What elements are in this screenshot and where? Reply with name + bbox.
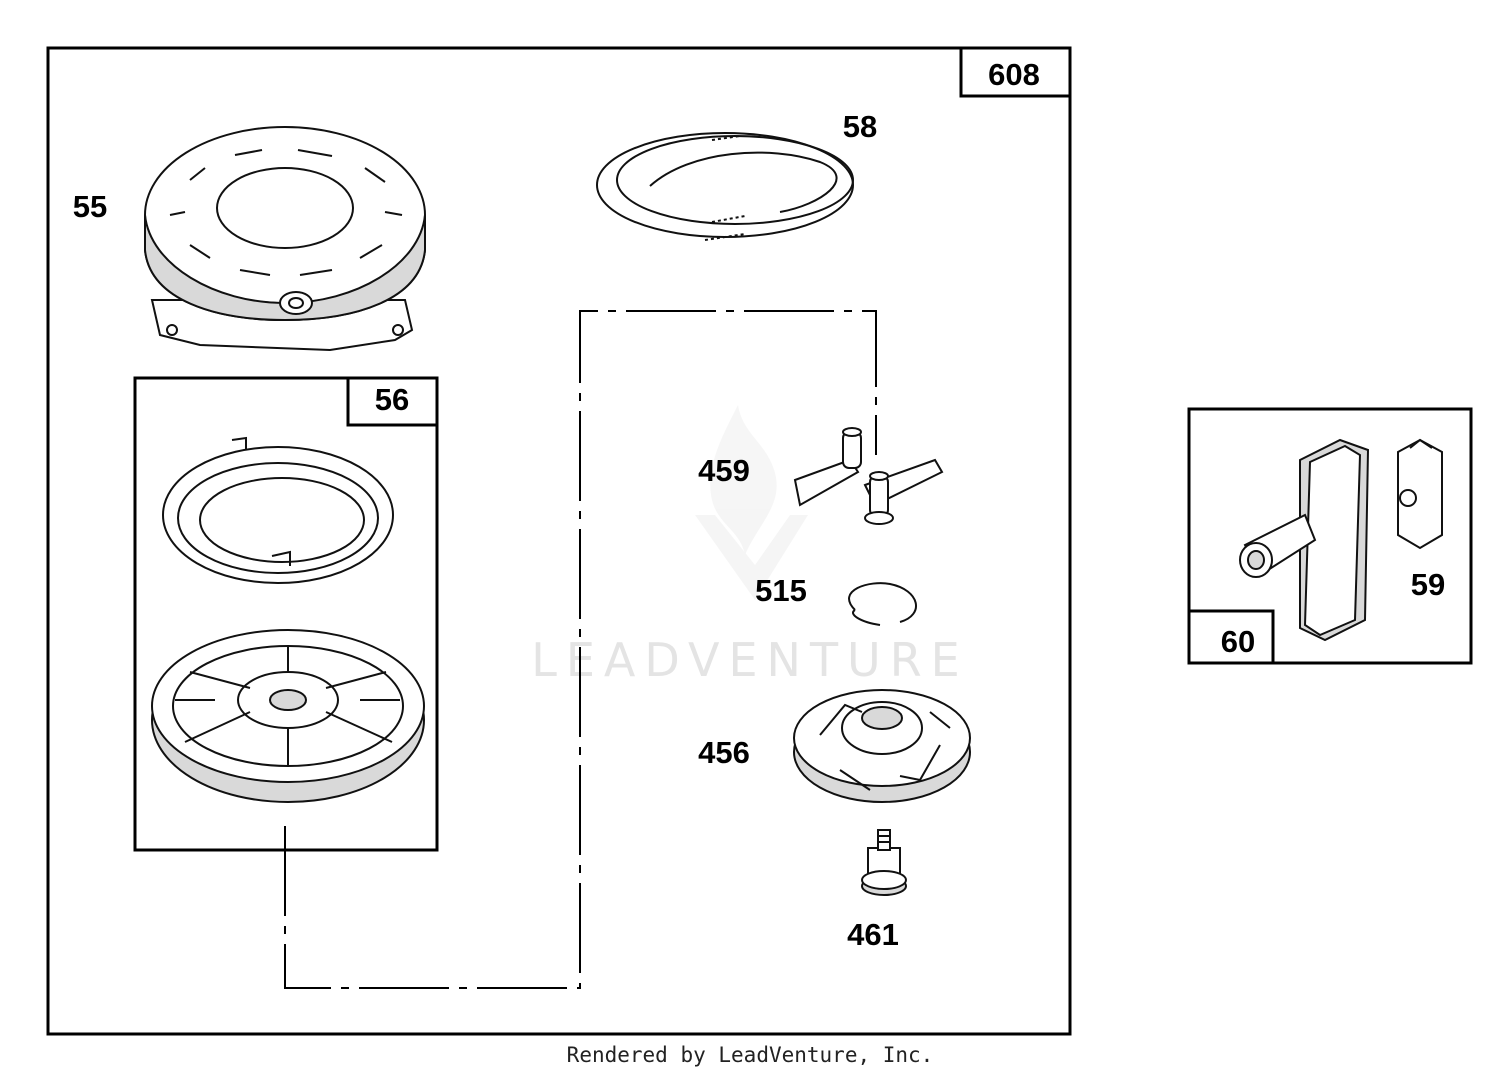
starter-rope-icon	[596, 132, 854, 241]
callout-58: 58	[843, 109, 877, 144]
callout-456: 456	[698, 735, 750, 770]
pawl-retainer-icon	[793, 689, 971, 803]
handle-box	[1187, 407, 1473, 665]
watermark: LEADVENTURE	[531, 405, 969, 687]
render-credit: Rendered by LeadVenture, Inc.	[566, 1043, 934, 1067]
starter-box-number: 56	[375, 382, 409, 417]
assembly-box	[46, 46, 1072, 1036]
assembly-box-tag	[959, 46, 1072, 98]
callout-55: 55	[73, 189, 107, 224]
starter-pawl-icon	[793, 427, 944, 525]
starter-pulley-icon	[151, 629, 425, 803]
handle-box-number: 60	[1221, 624, 1255, 659]
callout-461: 461	[847, 917, 899, 952]
recoil-spring-icon	[162, 436, 394, 584]
rope-handle-icon	[1239, 438, 1370, 642]
handle-box-tag	[1187, 609, 1275, 665]
handle-insert-icon	[1397, 438, 1443, 550]
retainer-ring-icon	[848, 582, 917, 626]
watermark-text: LEADVENTURE	[531, 633, 969, 687]
starter-box-tag	[346, 376, 439, 427]
callout-59: 59	[1411, 567, 1445, 602]
assembly-leader-line	[284, 310, 877, 989]
screw-icon	[861, 829, 907, 896]
callout-515: 515	[755, 573, 807, 608]
flame-logo-icon	[695, 405, 808, 600]
starter-housing-icon	[144, 126, 426, 352]
assembly-box-number: 608	[988, 57, 1040, 92]
callout-459: 459	[698, 453, 750, 488]
